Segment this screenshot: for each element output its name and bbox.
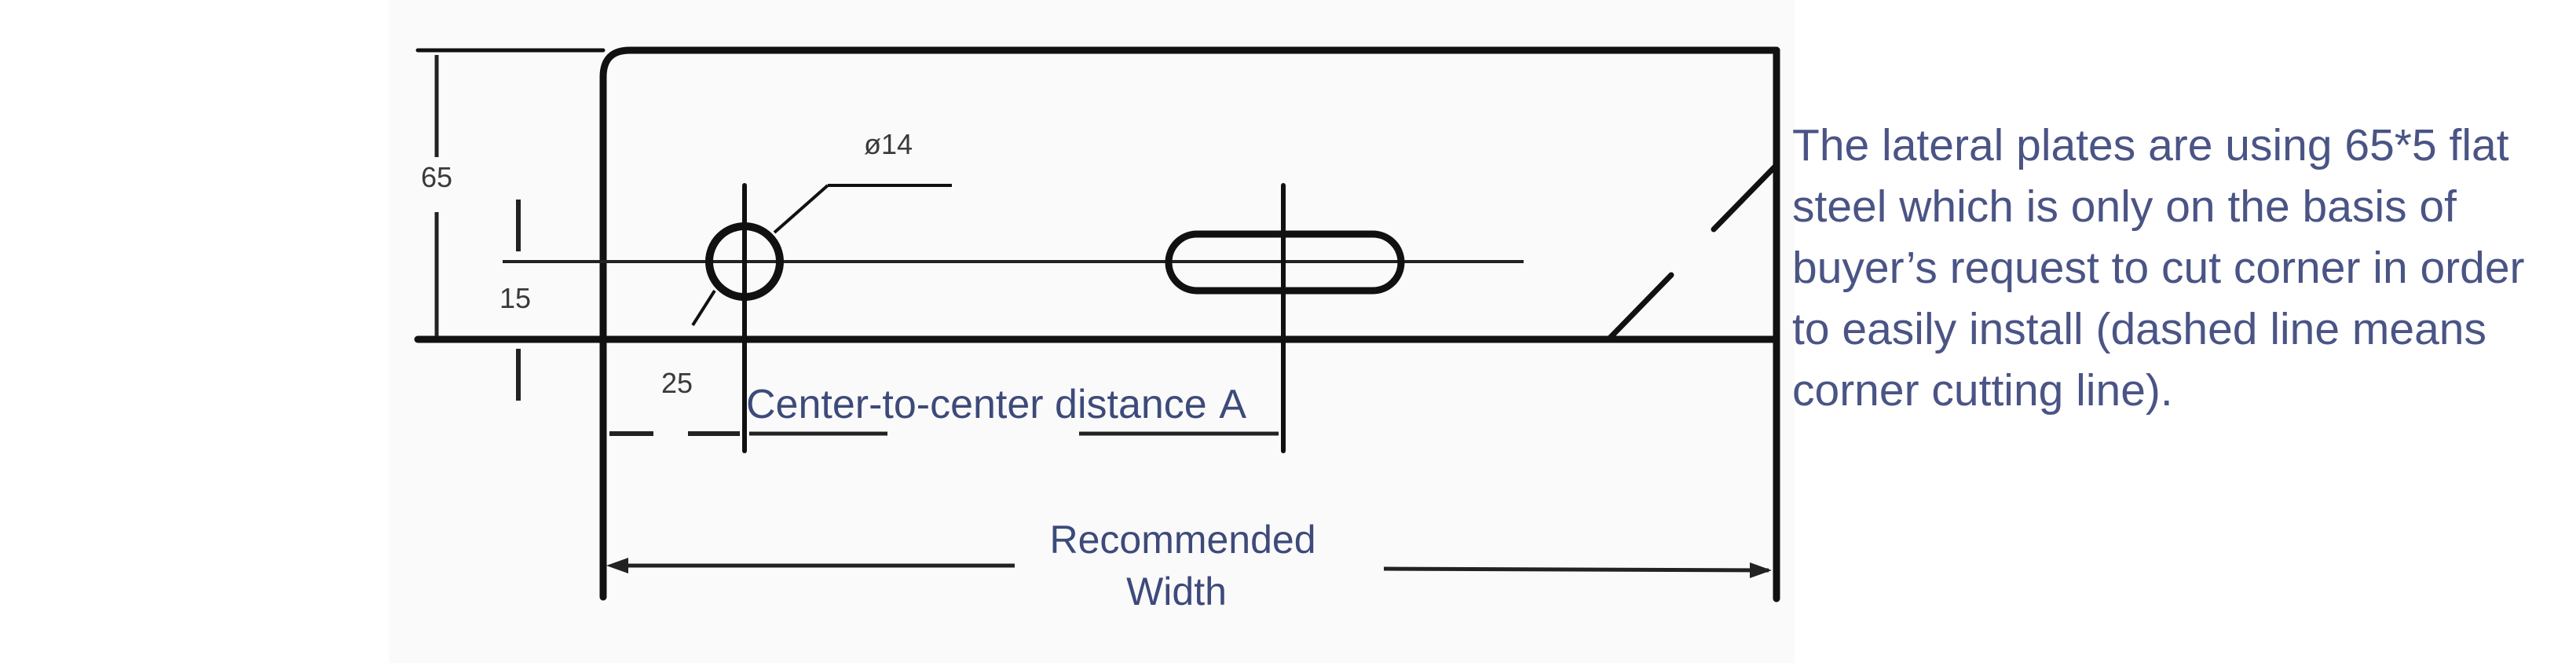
- recommended-width-label-line1: Recommended: [1049, 518, 1315, 562]
- width-arrow-right: [1750, 562, 1772, 578]
- plate-top-edge: [599, 46, 1780, 601]
- height-dimension-label: 65: [421, 161, 452, 193]
- slotted-hole: [1165, 183, 1405, 453]
- horizontal-offset-label: 25: [661, 367, 693, 399]
- center-distance-label: Center-to-center distance A: [746, 382, 1246, 427]
- center-distance-symbol: A: [1219, 382, 1246, 427]
- hole-diameter-label: ø14: [864, 128, 913, 160]
- vertical-offset-label: 15: [499, 282, 531, 314]
- corner-cutting-line: [1607, 162, 1780, 341]
- width-arrow-left: [606, 558, 628, 573]
- plate-outline: [414, 46, 1780, 603]
- recommended-width-dimension: [614, 563, 1769, 573]
- diameter-leader: [691, 184, 952, 327]
- recommended-width-label-line2: Width: [1126, 570, 1227, 614]
- round-hole: [705, 183, 784, 453]
- corner-cutting-note: The lateral plates are using 65*5 flat s…: [1792, 120, 2525, 416]
- drawing-background: [389, 0, 1795, 663]
- center-distance-text: Center-to-center distance: [746, 382, 1207, 427]
